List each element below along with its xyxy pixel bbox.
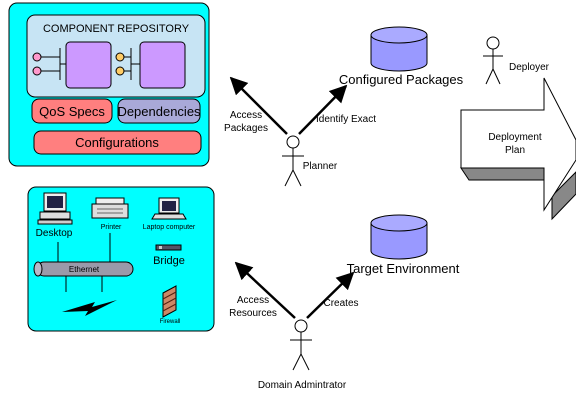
domain-admin-actor-icon [290,319,312,371]
qos-specs-box [31,98,113,124]
deployment-plan-label-line2: Plan [505,145,525,156]
firewall-icon [162,285,177,318]
component-box [139,41,186,89]
access-resources-label-line1: Access [237,295,269,306]
bridge-icon [155,244,182,251]
port-icon [32,66,42,76]
access-resources-label-line2: Resources [229,308,277,319]
component-2 [115,41,186,89]
ethernet-label: Ethernet [69,265,100,274]
identify-exact-label: Identify Exact [316,114,376,125]
access-resources-arrow [234,261,296,319]
laptop-label: Laptop computer [143,224,196,231]
configured-packages-label: Configured Packages [339,72,464,87]
planner-label: Planner [303,161,338,172]
identify-exact-arrow [298,84,348,135]
firewall-label: Firewall [160,319,181,325]
repository-title: COMPONENT REPOSITORY [43,23,190,35]
ethernet-cable [33,233,134,292]
configured-packages-database [370,26,428,72]
dependencies-box [117,98,201,124]
wireless-link-icon [62,300,117,316]
deployer-label: Deployer [509,62,550,73]
creates-arrow [306,271,355,319]
configurations-box [33,130,202,155]
access-packages-label-line1: Access [230,110,262,121]
component-repository-panel: COMPONENT REPOSITORY QoS Specs Dependenc… [8,2,210,167]
domain-admin-label: Domain Admintrator [258,380,347,391]
target-environment-database [370,214,428,260]
deployer-actor-icon [483,36,503,85]
port-icon [115,66,125,76]
qos-specs-label: QoS Specs [39,104,105,119]
port-icon [115,52,125,62]
deployment-plan-arrow [460,77,576,221]
component-1 [32,41,112,89]
desktop-label: Desktop [36,228,73,239]
dependencies-label: Dependencies [117,104,201,119]
configurations-label: Configurations [75,135,159,150]
planner-actor-icon [282,135,304,187]
laptop-icon [151,197,187,220]
desktop-icon [37,192,73,225]
target-environment-label: Target Environment [347,261,460,276]
creates-label: Creates [323,298,358,309]
access-packages-label-line2: Packages [224,123,268,134]
component-box [65,41,112,89]
access-packages-arrow [229,76,288,135]
deployment-plan-label-line1: Deployment [488,132,542,143]
port-icon [32,52,42,62]
printer-icon [91,197,129,219]
bridge-label: Bridge [153,255,185,267]
printer-label: Printer [101,224,122,231]
network-panel: Desktop Printer Laptop computer Ethernet [27,186,215,332]
